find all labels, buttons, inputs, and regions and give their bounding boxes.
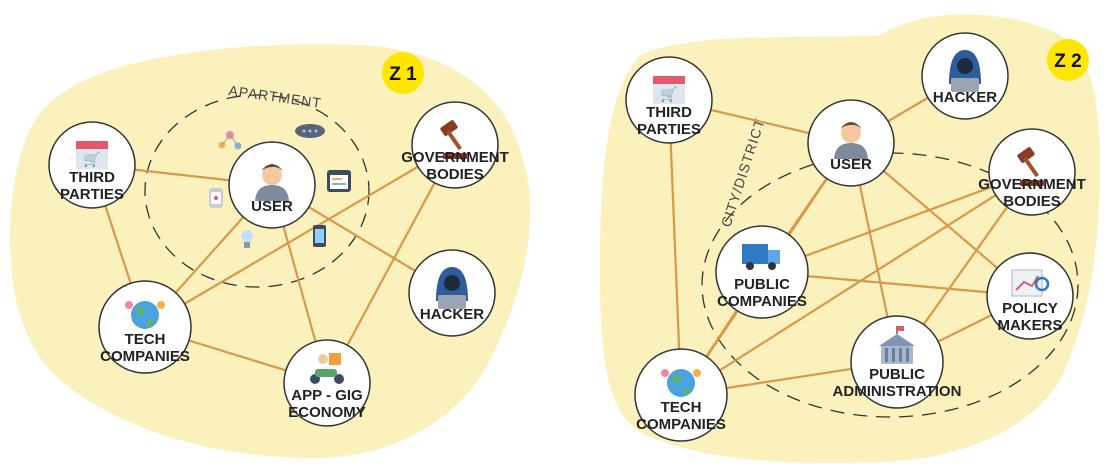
z2-node-third-label-1: THIRD xyxy=(646,104,692,121)
z2-node-gov-circle xyxy=(988,128,1076,216)
z2-node-policy-label-2: MAKERS xyxy=(997,317,1062,334)
z2-node-policy-label-1: POLICY xyxy=(1002,300,1058,317)
z2-link-gov-tech xyxy=(680,171,1033,396)
z1-node-hacker: HACKER xyxy=(408,249,496,337)
z2-node-public-admin-label-2: ADMINISTRATION xyxy=(833,383,962,400)
z1-link-gov-tech xyxy=(144,144,456,328)
globe-icon xyxy=(125,301,165,329)
z2-node-gov-label-2: BODIES xyxy=(1003,193,1061,210)
z1-node-gov-label-2: BODIES xyxy=(426,166,484,183)
z1-node-gov-label-1: GOVERNMENT xyxy=(401,149,509,166)
z2-node-tech-label-1: TECH xyxy=(661,399,702,416)
z1-node-app-label-1: APP - GIG xyxy=(291,387,362,404)
z2-node-public-co-circle xyxy=(715,225,809,319)
z1-node-app-label-2: ECONOMY xyxy=(288,404,366,421)
z1-node-user-label-1: USER xyxy=(251,198,293,215)
z1-node-gov-circle xyxy=(411,101,499,189)
zone-1-badge: Z 1 xyxy=(382,52,424,94)
z2-link-third-tech xyxy=(667,99,683,396)
hacker-icon xyxy=(436,267,468,309)
user-icon xyxy=(255,164,289,201)
truck-icon xyxy=(742,244,780,270)
hacker-icon xyxy=(949,50,981,92)
shop-icon: 🛒 xyxy=(653,76,685,104)
dashboard-icon xyxy=(327,170,351,192)
svg-text:🛒: 🛒 xyxy=(660,86,677,103)
smartphone-icon xyxy=(313,225,326,247)
z2-node-third-label-2: PARTIES xyxy=(637,121,701,138)
z2-node-hacker: HACKER xyxy=(921,32,1009,120)
network-icon xyxy=(218,131,242,150)
z2-node-user: USER xyxy=(807,99,895,187)
z2-node-gov-label-1: GOVERNMENT xyxy=(978,176,1086,193)
smart-bulb-icon xyxy=(241,230,253,248)
apartment-boundary xyxy=(144,94,370,288)
zone-1-badge-text: Z 1 xyxy=(389,64,417,85)
smart-devices-icons xyxy=(209,124,351,248)
user-icon xyxy=(834,122,868,159)
z2-node-public-admin-label-1: PUBLIC xyxy=(869,366,925,383)
z1-link-gov-app xyxy=(326,144,456,384)
smartwatch-icon xyxy=(209,188,223,208)
svg-text:🛒: 🛒 xyxy=(83,151,100,168)
building-icon xyxy=(879,326,915,364)
zone-2-badge-text: Z 2 xyxy=(1054,51,1081,72)
gavel-icon xyxy=(1017,147,1044,186)
z1-node-third-label-2: PARTIES xyxy=(60,186,124,203)
z1-node-app-circle xyxy=(283,339,371,427)
z2-node-public-co-label-1: PUBLIC xyxy=(734,276,790,293)
globe-icon xyxy=(661,369,701,397)
chart-icon xyxy=(1011,269,1050,297)
z2-node-user-label-1: USER xyxy=(830,156,872,173)
z1-node-third-label-1: THIRD xyxy=(69,169,115,186)
gavel-icon xyxy=(440,120,467,159)
scooter-icon xyxy=(310,353,344,384)
z2-node-tech-label-2: COMPANIES xyxy=(636,416,726,433)
z1-node-user: USER xyxy=(228,141,316,229)
smart-speaker-icon xyxy=(295,124,325,138)
z2-node-hacker-label-1: HACKER xyxy=(933,89,997,106)
z2-link-gov-public-co xyxy=(761,170,1033,274)
z1-node-tech-label-2: COMPANIES xyxy=(100,348,190,365)
shop-icon: 🛒 xyxy=(76,141,108,169)
z2-node-public-co-label-2: COMPANIES xyxy=(717,293,807,310)
z1-node-hacker-label-1: HACKER xyxy=(420,306,484,323)
zone-2-badge: Z 2 xyxy=(1047,39,1089,81)
z1-node-tech-label-1: TECH xyxy=(125,331,166,348)
